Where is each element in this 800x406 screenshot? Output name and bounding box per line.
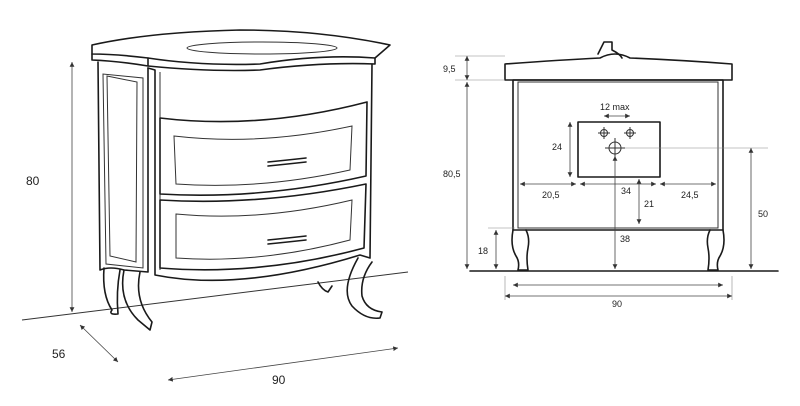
plumbing-cutout <box>577 121 661 178</box>
top-thickness-label: 9,5 <box>443 64 456 74</box>
top-drawer <box>159 101 368 196</box>
countertop <box>91 29 391 72</box>
cutout-height-label: 24 <box>552 142 562 152</box>
bottom-drawer <box>159 183 367 271</box>
bottom-drawer-handle <box>267 235 307 245</box>
depth-dimension <box>79 324 119 363</box>
supply-valves <box>598 127 636 139</box>
drain-height-label: 50 <box>758 209 768 219</box>
perspective-view: 80 56 90 <box>21 29 409 387</box>
drain-outlet <box>605 138 768 158</box>
legs <box>102 257 383 331</box>
front-body <box>147 63 373 282</box>
top-drawer-handle <box>267 157 307 167</box>
floor-line <box>21 271 409 321</box>
inner-depth-label: 21 <box>644 199 654 209</box>
faucet <box>597 41 623 59</box>
height-label: 80 <box>26 174 40 188</box>
center-height-label: 38 <box>620 234 630 244</box>
width-dimension <box>167 346 399 382</box>
side-panel <box>97 61 149 273</box>
front-legs <box>511 229 725 271</box>
front-countertop <box>504 41 733 81</box>
front-view: 9,5 80,5 18 12 max 24 20,5 34 24,5 21 38… <box>443 41 779 309</box>
front-body-outline <box>512 79 724 231</box>
basin-rim <box>186 41 338 55</box>
leg-height-label: 18 <box>478 246 488 256</box>
overall-width-label: 90 <box>612 299 622 309</box>
total-height-label: 80,5 <box>443 169 461 179</box>
left-offset-label: 20,5 <box>542 190 560 200</box>
right-offset-label: 24,5 <box>681 190 699 200</box>
cutout-width-label: 12 max <box>600 102 630 112</box>
center-width-label: 34 <box>621 186 631 196</box>
width-label: 90 <box>272 373 286 387</box>
depth-label: 56 <box>52 347 66 361</box>
